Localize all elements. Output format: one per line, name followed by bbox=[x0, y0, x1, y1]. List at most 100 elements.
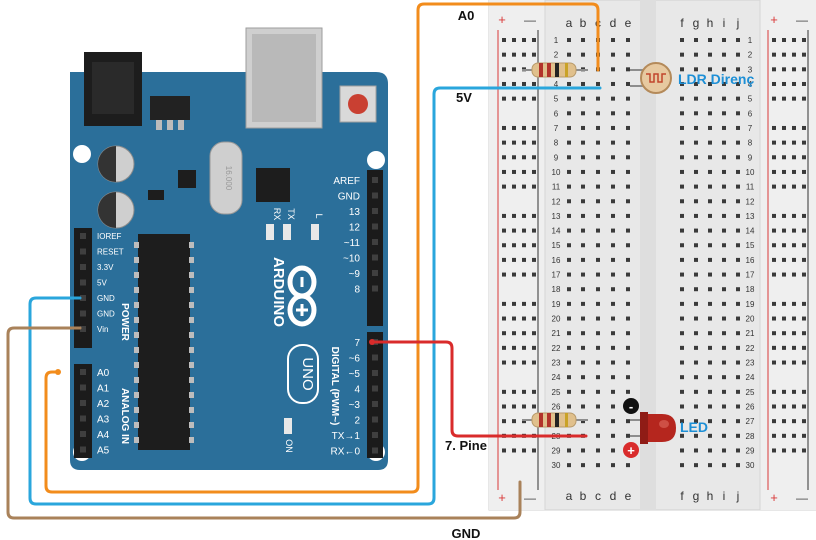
rail-hole bbox=[532, 228, 536, 233]
breadboard-hole bbox=[736, 243, 740, 248]
breadboard-hole bbox=[611, 419, 615, 424]
breadboard-hole bbox=[680, 287, 684, 292]
breadboard-hole bbox=[708, 448, 712, 453]
breadboard-hole bbox=[611, 243, 615, 248]
rail-minus-label: — bbox=[524, 491, 536, 505]
breadboard-hole bbox=[581, 257, 585, 262]
rail-hole bbox=[772, 448, 776, 453]
wire-end bbox=[369, 339, 375, 345]
rail-hole bbox=[512, 213, 516, 218]
breadboard-hole bbox=[626, 331, 630, 336]
header-socket[interactable] bbox=[80, 264, 86, 270]
breadboard-hole bbox=[596, 199, 600, 204]
header-socket[interactable] bbox=[80, 233, 86, 239]
breadboard-hole bbox=[611, 331, 615, 336]
breadboard-hole bbox=[626, 345, 630, 350]
rail-hole bbox=[792, 38, 796, 42]
rail-hole bbox=[522, 96, 526, 101]
rail-hole bbox=[772, 96, 776, 101]
rail-hole bbox=[532, 389, 536, 394]
header-socket[interactable] bbox=[80, 248, 86, 255]
header-socket[interactable] bbox=[80, 295, 86, 301]
header-socket[interactable] bbox=[372, 354, 378, 361]
breadboard-hole bbox=[694, 140, 698, 145]
breadboard-hole bbox=[708, 199, 712, 204]
rail-hole bbox=[772, 257, 776, 262]
rail-hole bbox=[532, 96, 536, 101]
rail-hole bbox=[782, 169, 786, 174]
rail-hole bbox=[802, 52, 806, 57]
header-socket[interactable] bbox=[372, 447, 378, 454]
chip-pin bbox=[134, 242, 139, 248]
header-socket[interactable] bbox=[372, 239, 378, 245]
breadboard-hole bbox=[694, 360, 698, 365]
rail-plus-label: + bbox=[498, 12, 506, 27]
header-socket[interactable] bbox=[372, 285, 378, 292]
header-socket[interactable] bbox=[80, 369, 86, 375]
header-socket[interactable] bbox=[80, 384, 86, 391]
row-number: 26 bbox=[746, 403, 755, 412]
row-number: 20 bbox=[552, 315, 561, 324]
row-number: 18 bbox=[746, 285, 755, 294]
row-number: 9 bbox=[554, 153, 559, 162]
analog-pin-label: A3 bbox=[97, 415, 110, 426]
header-socket[interactable] bbox=[80, 310, 86, 317]
digital-header-low bbox=[367, 332, 383, 458]
breadboard-hole bbox=[680, 375, 684, 380]
rail-hole bbox=[502, 213, 506, 218]
rail-hole bbox=[512, 52, 516, 57]
header-socket[interactable] bbox=[80, 446, 86, 453]
header-socket[interactable] bbox=[80, 279, 86, 286]
led-on bbox=[284, 418, 292, 434]
header-socket[interactable] bbox=[372, 192, 378, 199]
rail-hole bbox=[802, 448, 806, 453]
reset-button-cap[interactable] bbox=[348, 94, 368, 114]
digital-pin-label: 4 bbox=[354, 385, 360, 396]
header-socket[interactable] bbox=[372, 370, 378, 376]
breadboard-hole bbox=[581, 389, 585, 394]
breadboard-hole bbox=[626, 81, 630, 86]
rail-hole bbox=[522, 140, 526, 145]
header-socket[interactable] bbox=[372, 416, 378, 423]
rail-minus-label: — bbox=[796, 13, 808, 27]
breadboard-hole bbox=[680, 81, 684, 86]
rail-hole bbox=[772, 360, 776, 365]
header-socket[interactable] bbox=[372, 208, 378, 214]
header-socket[interactable] bbox=[372, 432, 378, 438]
header-socket[interactable] bbox=[80, 415, 86, 422]
header-socket[interactable] bbox=[372, 254, 378, 261]
rail-hole bbox=[802, 140, 806, 145]
wire-a0 bbox=[44, 2, 600, 494]
column-letter: h bbox=[707, 16, 714, 30]
header-socket[interactable] bbox=[372, 385, 378, 392]
header-socket[interactable] bbox=[80, 431, 86, 437]
breadboard-hole bbox=[581, 213, 585, 218]
breadboard-hole bbox=[567, 287, 571, 292]
rail-hole bbox=[522, 38, 526, 42]
breadboard-hole bbox=[581, 140, 585, 145]
rail-hole bbox=[782, 360, 786, 365]
rx-label: RX bbox=[272, 208, 282, 221]
breadboard-hole bbox=[680, 404, 684, 409]
chip-pin bbox=[134, 377, 139, 383]
breadboard-hole bbox=[694, 301, 698, 306]
header-socket[interactable] bbox=[372, 177, 378, 183]
header-socket[interactable] bbox=[372, 401, 378, 407]
rail-hole bbox=[512, 125, 516, 130]
header-socket[interactable] bbox=[80, 400, 86, 406]
rail-hole bbox=[532, 38, 536, 42]
rail-hole bbox=[792, 52, 796, 57]
breadboard-hole bbox=[626, 287, 630, 292]
rail-hole bbox=[512, 67, 516, 72]
header-socket[interactable] bbox=[372, 270, 378, 276]
breadboard-hole bbox=[722, 67, 726, 72]
header-socket[interactable] bbox=[80, 326, 86, 332]
power-header bbox=[74, 228, 92, 348]
chip-pin bbox=[134, 407, 139, 413]
header-socket[interactable] bbox=[372, 223, 378, 230]
rail-hole bbox=[772, 52, 776, 57]
breadboard-hole bbox=[736, 184, 740, 189]
breadboard-hole bbox=[680, 199, 684, 204]
rail-hole bbox=[502, 389, 506, 394]
breadboard-hole bbox=[567, 301, 571, 306]
